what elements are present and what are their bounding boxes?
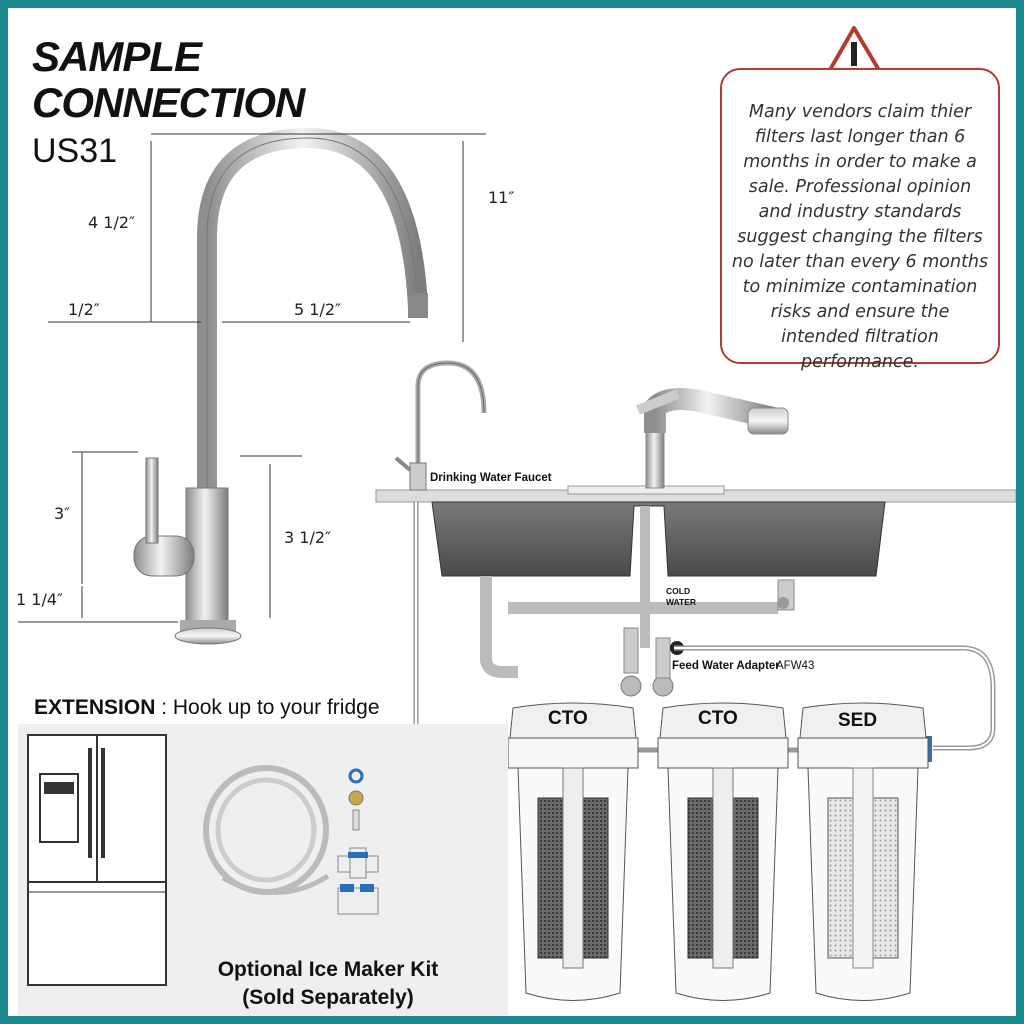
dim-3: 3″ <box>54 504 71 523</box>
dim-1-2: 1/2″ <box>68 300 100 319</box>
warning-box: Many vendors claim thier filters last lo… <box>720 68 1000 372</box>
sink-assembly <box>375 485 1016 697</box>
kit-line-1: Optional Ice Maker Kit <box>217 958 439 981</box>
extension-heading: EXTENSION <box>34 696 156 719</box>
drinking-faucet-small <box>394 360 487 491</box>
dimension-lines <box>18 133 486 623</box>
dim-11: 11″ <box>488 188 515 207</box>
dim-4-1-2: 4 1/2″ <box>88 213 135 232</box>
extension-caption: EXTENSION : Hook up to your fridge <box>34 696 380 720</box>
extension-text: Hook up to your fridge <box>172 696 380 719</box>
title-line-2: CONNECTION <box>32 79 305 126</box>
filter-label-2: CTO <box>698 708 738 729</box>
dim-1-1-4: 1 1/4″ <box>16 590 63 609</box>
filter-housing-2 <box>657 702 789 1001</box>
fridge-illustration <box>27 734 167 986</box>
filter-label-1: CTO <box>548 708 588 729</box>
ice-maker-kit-illustration <box>203 765 379 915</box>
filter-housing-3 <box>797 702 929 1001</box>
filter-label-3: SED <box>838 710 878 731</box>
cold-water-label-2: WATER <box>666 597 697 607</box>
feed-adapter-model: AFW43 <box>776 660 815 672</box>
feed-adapter-label: Feed Water Adapter <box>672 660 780 672</box>
kitchen-faucet <box>636 388 789 489</box>
ice-maker-kit-caption: Optional Ice Maker Kit (Sold Separately) <box>178 956 478 1012</box>
dim-5-1-2: 5 1/2″ <box>294 300 341 319</box>
model-number: US31 <box>32 132 118 170</box>
cold-water-label-1: COLD <box>666 586 691 596</box>
product-faucet <box>133 127 428 645</box>
extension-separator: : <box>161 696 168 719</box>
filter-housing-1 <box>507 702 639 1001</box>
diagram-drawing <box>18 26 1016 1016</box>
drinking-faucet-label: Drinking Water Faucet <box>430 472 552 484</box>
warning-text: Many vendors claim thier filters last lo… <box>731 102 989 372</box>
kit-line-2: (Sold Separately) <box>242 986 414 1009</box>
dim-3-1-2: 3 1/2″ <box>284 528 331 547</box>
title-line-1: SAMPLE <box>32 33 202 80</box>
